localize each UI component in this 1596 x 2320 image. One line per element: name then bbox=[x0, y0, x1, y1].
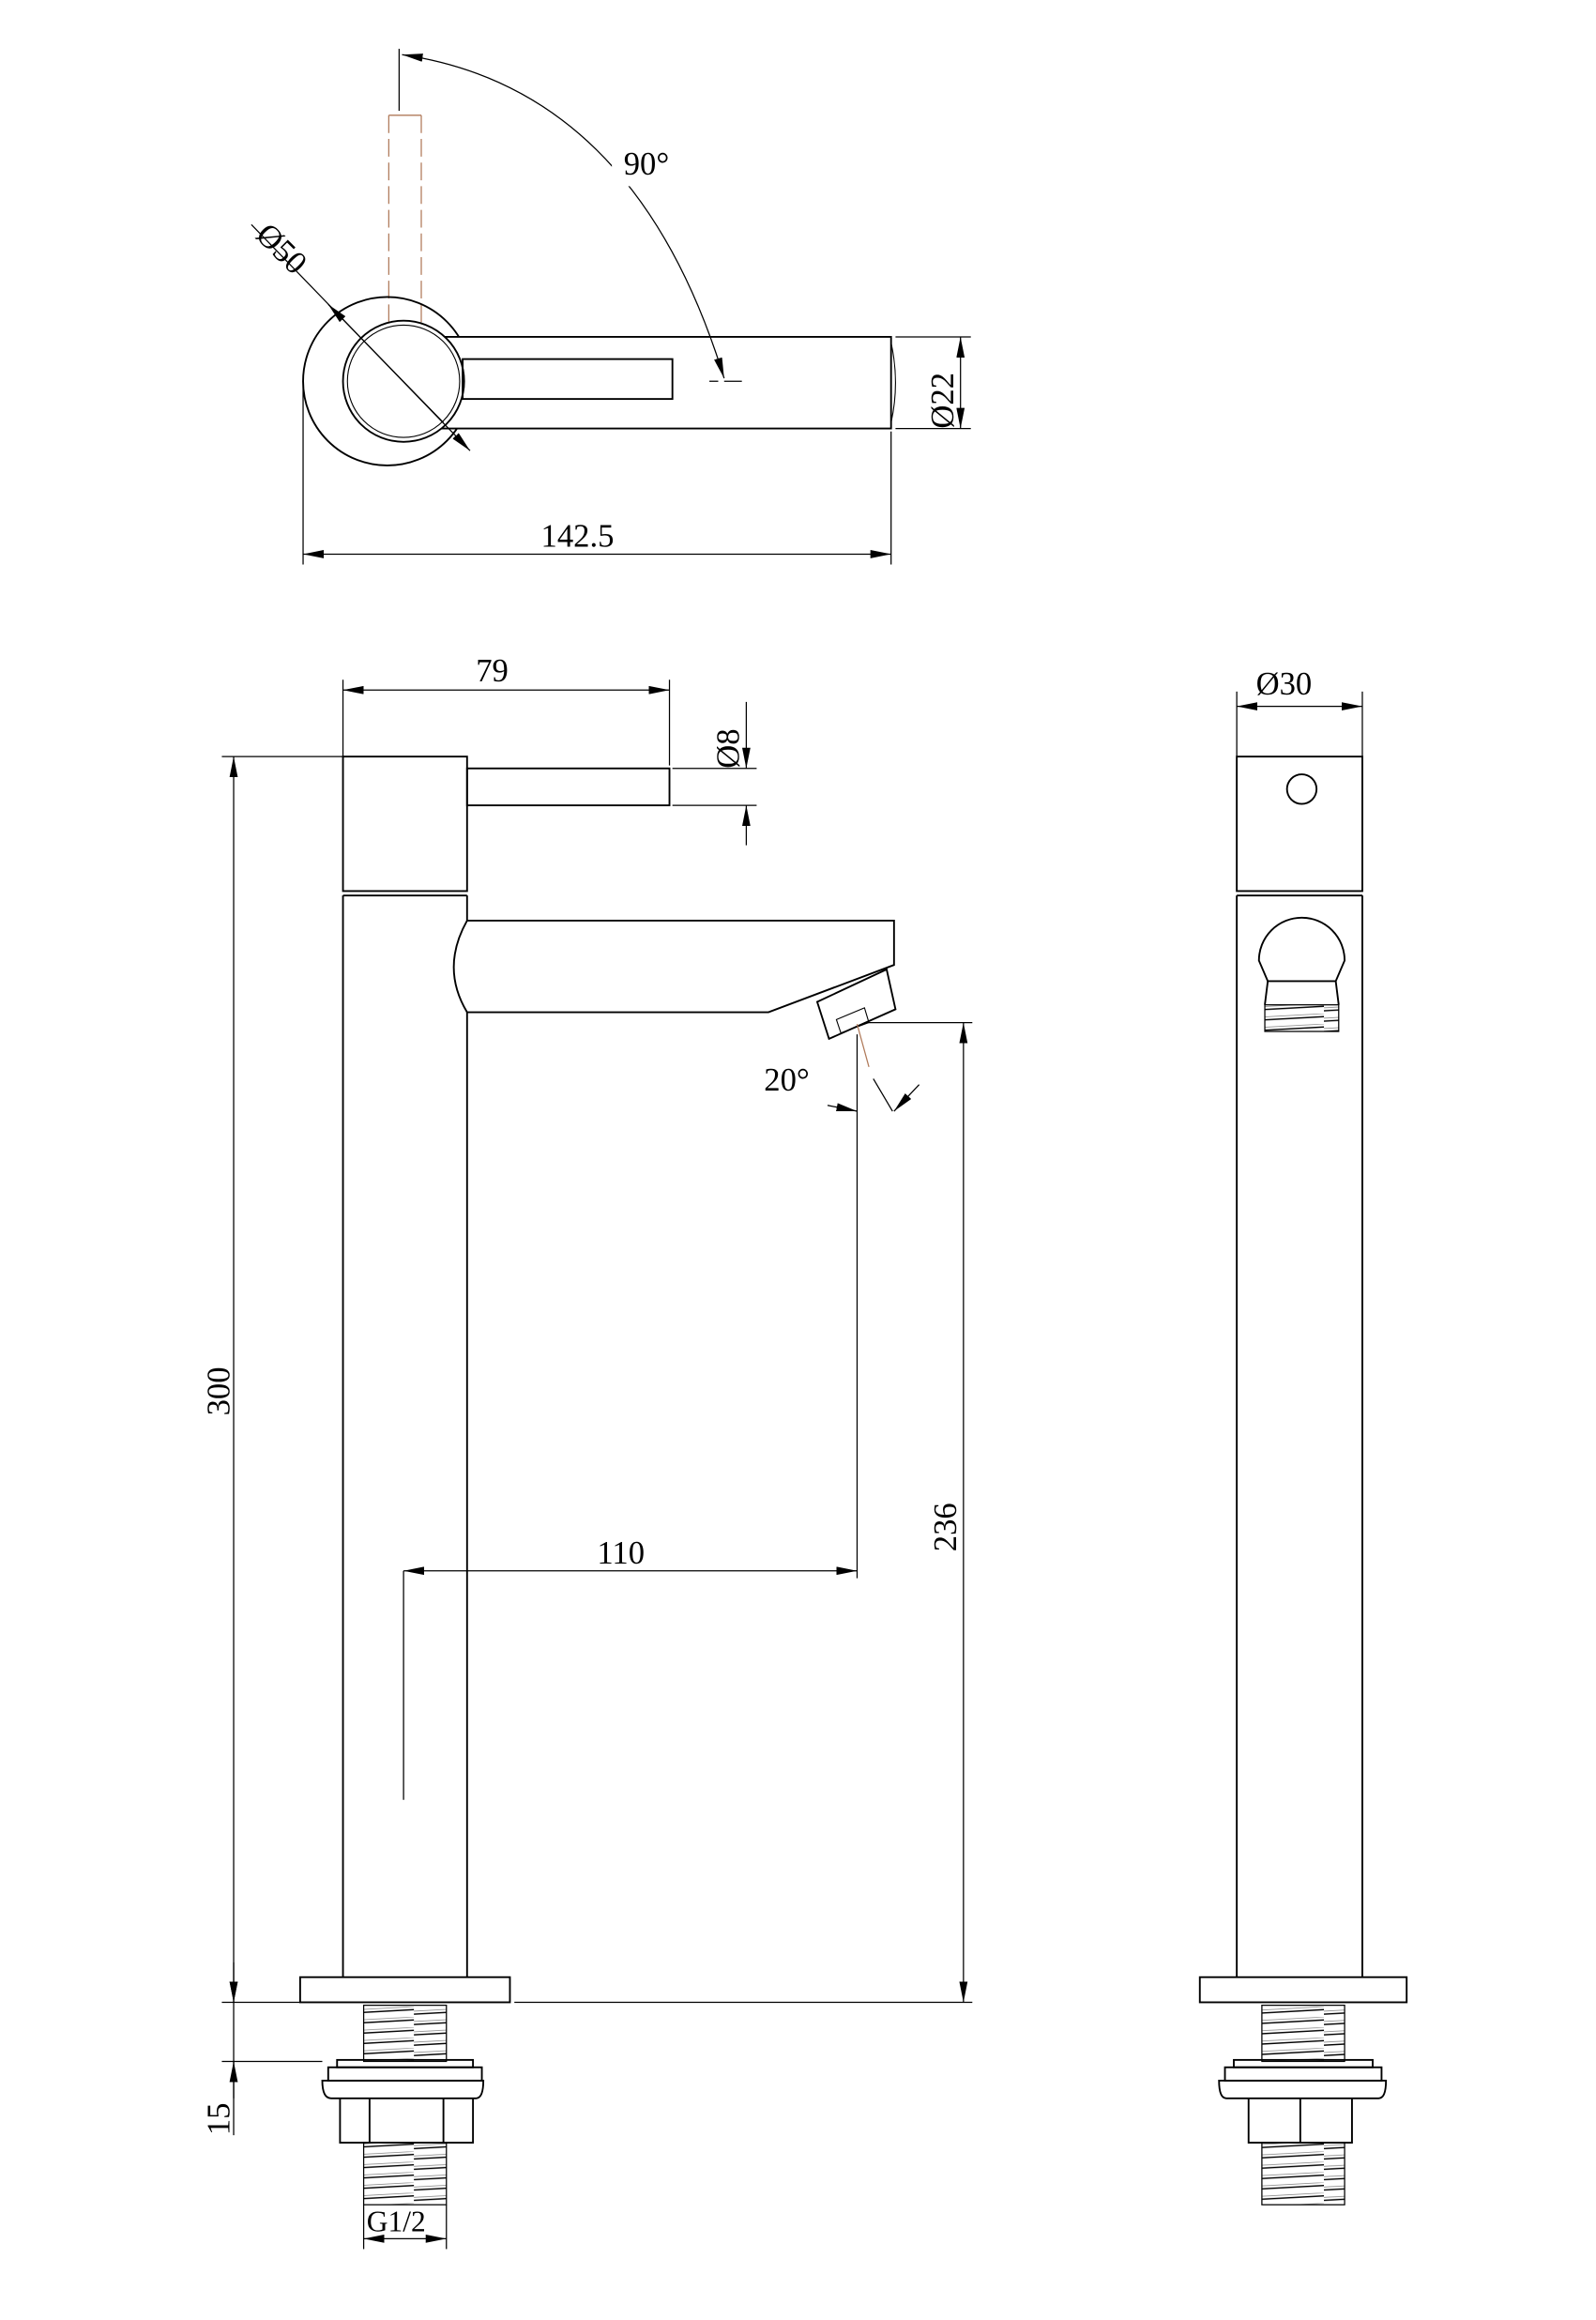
dim-79-label: 79 bbox=[476, 653, 509, 689]
hex-nut bbox=[339, 2098, 475, 2144]
dim-15-label: 15 bbox=[201, 2103, 236, 2136]
front-view: Ø30 bbox=[1198, 666, 1408, 2206]
diameter-30-label: Ø30 bbox=[1256, 666, 1313, 702]
angle-90-label: 90° bbox=[624, 146, 669, 182]
aerator-mesh bbox=[1264, 1004, 1340, 1032]
handle-rotated-position bbox=[388, 114, 422, 323]
diameter-50-label: Ø50 bbox=[249, 217, 313, 282]
side-view: 79 Ø8 300 15 G1/2 20° 110 bbox=[201, 653, 973, 2250]
base-plate bbox=[298, 1976, 511, 2004]
aerator bbox=[815, 968, 897, 1041]
dim-236-label: 236 bbox=[928, 1503, 964, 1551]
handle-cap bbox=[342, 756, 468, 893]
handle-cap-front bbox=[1236, 756, 1363, 893]
dim-110-label: 110 bbox=[597, 1535, 645, 1571]
lever-handle bbox=[465, 767, 671, 807]
spout-end bbox=[1257, 916, 1346, 983]
dim-300-label: 300 bbox=[201, 1366, 236, 1415]
angle-20-label: 20° bbox=[764, 1062, 809, 1098]
thread-g1-2-label: G1/2 bbox=[367, 2206, 426, 2238]
lever-end bbox=[1285, 773, 1318, 805]
length-142-5-label: 142.5 bbox=[541, 519, 615, 555]
spout bbox=[452, 919, 895, 1014]
diameter-8-label: Ø8 bbox=[711, 728, 747, 768]
upper-thread bbox=[362, 2004, 448, 2063]
top-view: 90° Ø50 Ø22 142.5 bbox=[249, 48, 971, 565]
diameter-22-label: Ø22 bbox=[925, 373, 961, 429]
lower-thread bbox=[362, 2142, 448, 2206]
